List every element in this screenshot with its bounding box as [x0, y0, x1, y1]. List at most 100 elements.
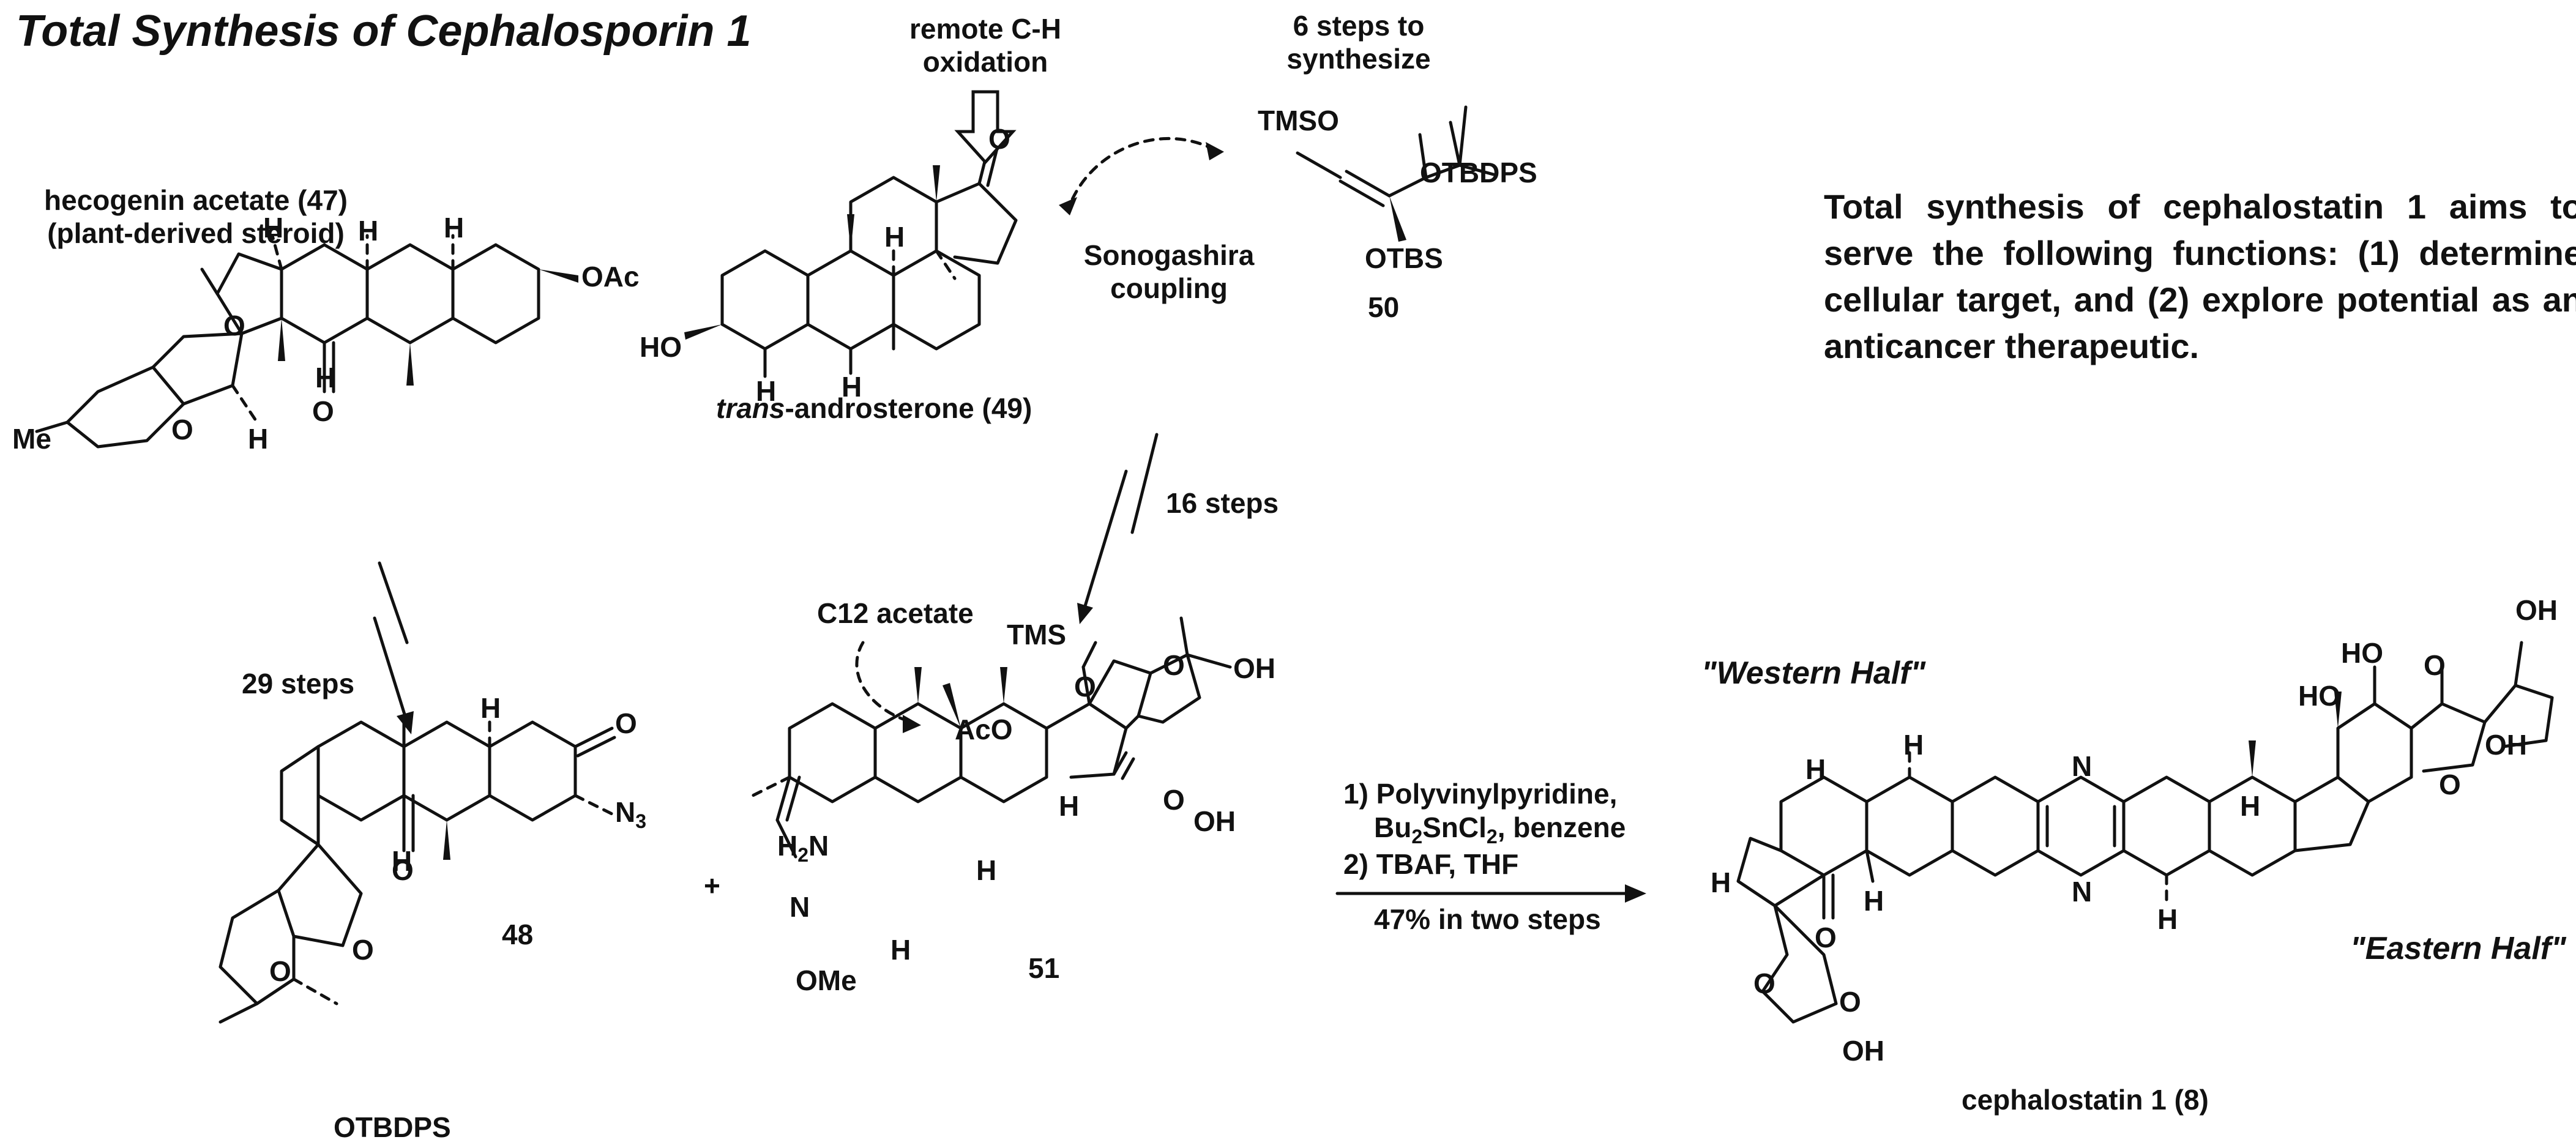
- c49-ho: HO: [640, 331, 682, 363]
- c50-otbs: OTBS: [1365, 242, 1443, 274]
- steps-29-label: 29 steps: [242, 668, 355, 699]
- compound-51-number: 51: [1028, 952, 1060, 984]
- c48-ring-o-a: O: [352, 934, 374, 966]
- c51-h3: H: [1059, 790, 1080, 822]
- c8-h4: H: [2240, 790, 2261, 822]
- c51-oh-top: OH: [1233, 652, 1275, 684]
- c8-h2: H: [1903, 729, 1924, 761]
- c8-ring-o-c: O: [1839, 986, 1861, 1018]
- compound-47-name-line1: hecogenin acetate (47): [44, 184, 348, 216]
- compound-47-name-line2: (plant-derived steroid): [47, 217, 345, 249]
- reaction-arrows: [373, 433, 1646, 903]
- c8-ketone-o: O: [1815, 922, 1837, 953]
- c48-ketone-o-b: O: [392, 854, 414, 886]
- c47-h5: H: [248, 423, 269, 455]
- plus-sign: +: [704, 870, 720, 901]
- c48-otbdps: OTBDPS: [334, 1111, 451, 1143]
- remote-ch-oxidation-label: remote C-H oxidation: [881, 12, 1089, 78]
- c48-ketone-o-a: O: [615, 707, 637, 739]
- c51-h2: H: [890, 934, 911, 966]
- c49-h3: H: [756, 375, 777, 407]
- c48-azide-sub: 3: [635, 810, 647, 833]
- c50-otbdps: OTBDPS: [1420, 157, 1537, 188]
- c48-azide: N3: [615, 796, 646, 833]
- western-half-label: "Western Half": [1701, 655, 1926, 691]
- compound-51-skeleton: [751, 616, 1232, 859]
- c8-ring-o-b: O: [2439, 769, 2461, 800]
- six-steps-line1: 6 steps to: [1293, 10, 1425, 42]
- c8-ring-o-d: O: [1753, 968, 1775, 999]
- hecogenin-acetate-skeleton: [35, 234, 578, 449]
- c48-h1: H: [480, 692, 501, 724]
- c51-amine-sub: 2: [797, 844, 809, 867]
- c50-tmso: TMSO: [1258, 105, 1339, 136]
- c8-ho-a: HO: [2341, 637, 2383, 669]
- c51-ring-o-a: O: [1163, 649, 1185, 681]
- cond-sncl: SnCl: [1422, 811, 1487, 843]
- remote-ch-line2: oxidation: [922, 46, 1048, 78]
- c47-ring-o: O: [171, 414, 193, 446]
- c49-h2: H: [842, 371, 862, 403]
- c51-tms: TMS: [1007, 619, 1067, 651]
- c51-tms-o: O: [1074, 671, 1096, 703]
- sonogashira-label: Sonogashira coupling: [1071, 239, 1267, 305]
- c47-h2: H: [358, 215, 379, 247]
- compound-49-name-italic: trans: [716, 392, 785, 424]
- cond-bu: Bu: [1374, 811, 1412, 843]
- c47-h3: H: [263, 212, 284, 244]
- c8-oh-bottom: OH: [1842, 1035, 1884, 1067]
- c8-h5: H: [2157, 903, 2178, 935]
- c51-ome: OMe: [796, 964, 857, 996]
- summary-text: Total synthesis of cephalostatin 1 aims …: [1824, 187, 2576, 365]
- remote-ch-line1: remote C-H: [909, 13, 1061, 45]
- c8-h6: H: [1711, 867, 1731, 898]
- compound-50-number: 50: [1368, 291, 1400, 323]
- alkyne-fragment-skeleton: [1296, 105, 1495, 242]
- c8-pyrazine-n-a: N: [2072, 750, 2093, 782]
- c51-ring-o-b: O: [1163, 784, 1185, 816]
- c8-oh-top: OH: [2515, 594, 2558, 626]
- conditions-line3: 2) TBAF, THF: [1343, 848, 1519, 880]
- c51-oh-bottom: OH: [1193, 805, 1236, 837]
- compound-49-name: trans-androsterone (49): [716, 392, 1032, 425]
- sonogashira-line2: coupling: [1110, 272, 1228, 304]
- six-steps-line2: synthesize: [1286, 43, 1431, 75]
- eastern-half-label: "Eastern Half": [2350, 931, 2566, 966]
- c8-ho-b: HO: [2298, 680, 2340, 712]
- compound-48-skeleton: [218, 714, 616, 1024]
- c47-h1: H: [444, 212, 465, 244]
- c47-oac: OAc: [581, 261, 640, 293]
- c8-h1: H: [1805, 753, 1826, 785]
- c51-oxime-n: N: [790, 891, 810, 923]
- c47-h4: H: [315, 362, 336, 393]
- cephalostatin-skeleton: [1736, 641, 2554, 1024]
- c8-ring-o-a: O: [2424, 649, 2446, 681]
- conditions-line2: Bu2SnCl2, benzene: [1374, 811, 1626, 848]
- yield-label: 47% in two steps: [1374, 903, 1601, 935]
- cephalostatin-name: cephalostatin 1 (8): [1962, 1084, 2209, 1116]
- c8-h3: H: [1864, 885, 1884, 917]
- sonogashira-line1: Sonogashira: [1083, 239, 1255, 271]
- c48-ring-o-b: O: [269, 955, 291, 987]
- compound-47-name: hecogenin acetate (47) (plant-derived st…: [24, 184, 367, 250]
- conditions-line1: 1) Polyvinylpyridine,: [1343, 778, 1618, 810]
- c51-amine-h: H: [777, 830, 798, 862]
- androsterone-skeleton: [684, 145, 1018, 378]
- c48-h2: H: [392, 845, 413, 877]
- c12-acetate-label: C12 acetate: [817, 597, 974, 629]
- c47-spiro-o: O: [223, 310, 245, 341]
- c51-aco: AcO: [955, 714, 1013, 745]
- compound-48-number: 48: [502, 919, 534, 950]
- c51-h1: H: [976, 854, 997, 886]
- c47-methyl: Me: [12, 423, 51, 455]
- c8-oh-right: OH: [2485, 729, 2527, 761]
- six-steps-label: 6 steps to synthesize: [1255, 9, 1463, 75]
- cond-benzene: , benzene: [1497, 811, 1626, 843]
- c47-ketone-o: O: [312, 395, 334, 427]
- c49-ketone-o: O: [988, 123, 1010, 155]
- page-title: Total Synthesis of Cephalosporin 1: [16, 7, 752, 56]
- c51-amine: H2N: [777, 829, 829, 867]
- c49-h1: H: [884, 221, 905, 253]
- c8-pyrazine-n-b: N: [2072, 876, 2093, 908]
